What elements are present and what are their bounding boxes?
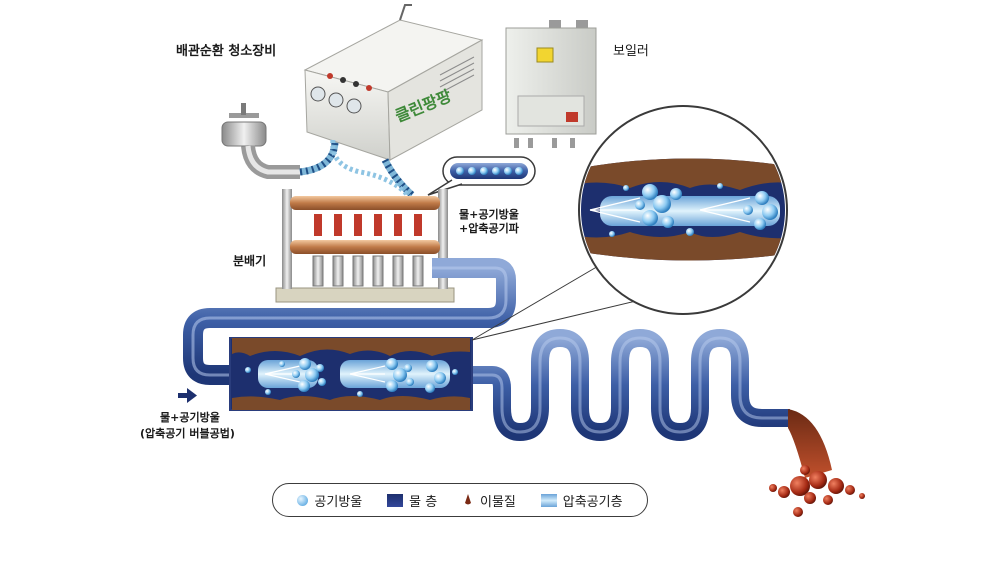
cleaning-machine: 클린팡팡 xyxy=(303,4,484,161)
boiler-label: 보일러 xyxy=(613,44,649,59)
faucet-icon xyxy=(221,103,300,179)
water-swatch-icon xyxy=(387,493,404,507)
distributor-label: 분배기 xyxy=(233,254,267,268)
inlet-label-line1: 물+공기방울 xyxy=(160,411,220,424)
distributor xyxy=(275,189,455,303)
cleaner-label: 배관순환 청소장비 xyxy=(176,44,277,59)
inlet-label-line2: (압축공기 버블공법) xyxy=(140,427,235,440)
legend-air-label: 압축공기층 xyxy=(562,494,623,510)
pipe-cutaway xyxy=(229,337,473,411)
legend-item-bubble: 공기방울 xyxy=(297,491,362,510)
mixture-label-line1: 물+공기방울 xyxy=(459,208,519,221)
legend-item-debris: 이물질 xyxy=(462,491,516,510)
arrow-right-icon xyxy=(178,388,197,403)
mixture-callout xyxy=(427,156,536,196)
bubble-swatch-icon xyxy=(297,494,309,506)
legend-item-water: 물 층 xyxy=(387,491,437,510)
legend: 공기방울 물 층 이물질 압축공기층 xyxy=(272,483,648,517)
debris-outflow xyxy=(769,409,865,517)
legend-item-air: 압축공기층 xyxy=(540,491,623,510)
zoom-detail xyxy=(578,105,788,315)
serpentine-pipe xyxy=(470,328,790,442)
boiler xyxy=(505,20,597,148)
legend-debris-label: 이물질 xyxy=(480,494,516,510)
legend-bubble-label: 공기방울 xyxy=(314,494,363,510)
mixture-label-line2: +압축공기파 xyxy=(459,222,519,235)
air-swatch-icon xyxy=(540,493,557,507)
debris-swatch-icon xyxy=(465,494,472,505)
legend-water-label: 물 층 xyxy=(409,494,438,510)
